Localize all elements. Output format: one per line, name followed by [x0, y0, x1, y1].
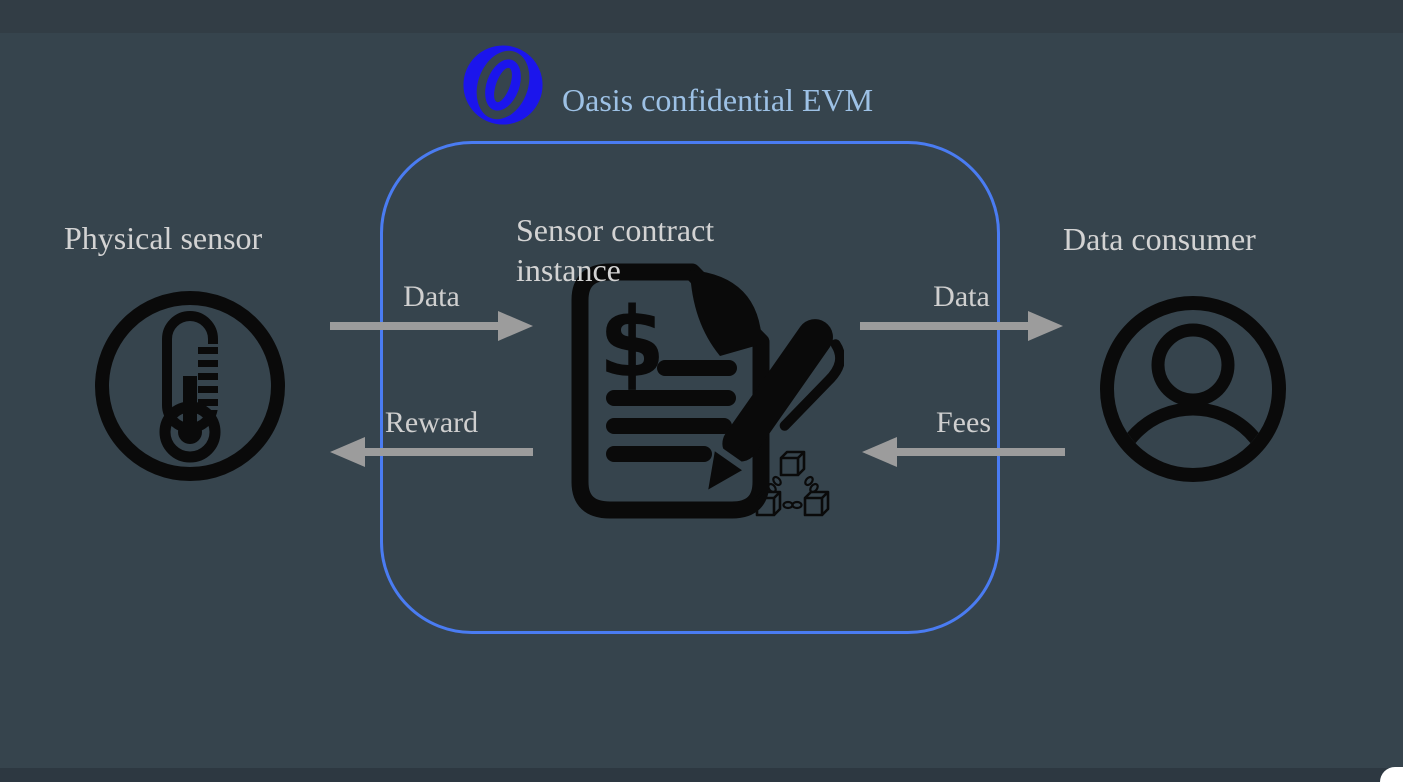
page-fold — [690, 270, 762, 356]
data-in-label: Data — [403, 280, 460, 313]
arrow-head-left-icon — [862, 437, 897, 467]
arrow-head-right-icon — [498, 311, 533, 341]
arrow-shaft — [897, 448, 1065, 456]
person-icon — [1100, 296, 1286, 482]
thermometer-icon — [95, 291, 285, 481]
blockchain-icon — [755, 450, 830, 517]
arrow-shaft — [365, 448, 533, 456]
evm-title: Oasis confidential EVM — [562, 82, 874, 118]
top-band — [0, 0, 1403, 33]
arrow-shaft — [330, 322, 498, 330]
bottom-band — [0, 768, 1403, 782]
sensor-contract-label: Sensor contract instance — [516, 212, 715, 289]
slide-corner — [1380, 767, 1403, 782]
physical-sensor-label: Physical sensor — [64, 220, 263, 256]
fees-arrow-consumer-to-contract: Fees — [862, 406, 1065, 476]
confidential-evm-boundary — [380, 141, 1000, 634]
smart-contract-icon: $ — [571, 263, 844, 519]
data-consumer-label: Data consumer — [1063, 221, 1256, 257]
fees-label: Fees — [936, 406, 991, 439]
data-arrow-sensor-to-contract: Data — [330, 280, 533, 350]
data-arrow-contract-to-consumer: Data — [860, 280, 1063, 350]
reward-label: Reward — [384, 406, 479, 439]
pen-icon — [708, 319, 844, 490]
arrow-head-right-icon — [1028, 311, 1063, 341]
dollar-sign: $ — [599, 287, 666, 399]
data-out-label: Data — [933, 280, 990, 313]
reward-arrow-contract-to-sensor: Reward — [330, 406, 533, 476]
arrow-head-left-icon — [330, 437, 365, 467]
arrow-shaft — [860, 322, 1028, 330]
oasis-network-logo-icon — [463, 45, 543, 125]
